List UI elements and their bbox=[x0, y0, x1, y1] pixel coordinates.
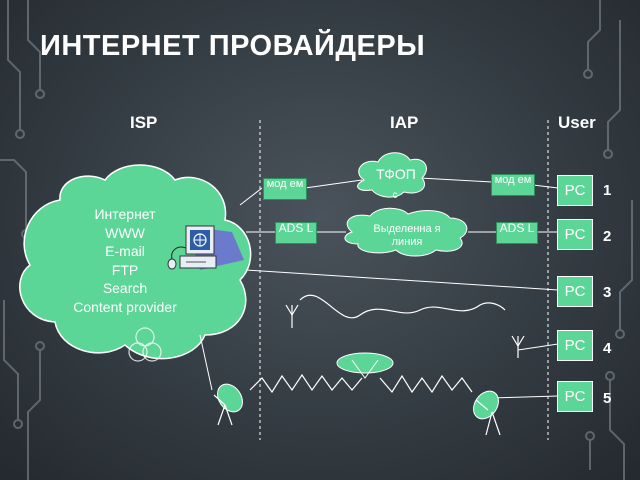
adsl-user-side: ADS L bbox=[496, 222, 538, 244]
pc-3: PC bbox=[557, 276, 593, 307]
radio-wave-top bbox=[299, 294, 506, 319]
server-computer-icon bbox=[167, 225, 244, 270]
column-header-iap: IAP bbox=[390, 113, 419, 132]
cloud-line-internet: Интернет bbox=[94, 206, 156, 222]
column-header-user: User bbox=[558, 113, 596, 132]
cloud-line-content-provider: Content provider bbox=[73, 298, 177, 315]
adsl-isp-side: ADS L bbox=[275, 222, 317, 244]
satellite-dish-right-icon bbox=[473, 390, 501, 436]
tfop-cloud bbox=[357, 152, 427, 198]
line-modem-to-tfop bbox=[304, 179, 363, 189]
antenna-left-icon bbox=[285, 304, 299, 328]
pc-number-2: 2 bbox=[603, 228, 612, 245]
pc-1: PC bbox=[557, 175, 593, 206]
line-cloud-to-dish bbox=[199, 334, 213, 391]
pc-number-3: 3 bbox=[603, 284, 612, 301]
pc-number-1: 1 bbox=[603, 182, 612, 199]
line-tfop-to-modem bbox=[419, 177, 493, 183]
line-cloud-to-modem bbox=[239, 187, 263, 206]
pc-2: PC bbox=[557, 219, 593, 250]
modem-user-side: мод ем bbox=[491, 174, 535, 196]
line-cloud-to-pc3 bbox=[245, 269, 559, 291]
satellite-icon bbox=[336, 352, 394, 379]
cloud-line-www: WWW bbox=[105, 224, 145, 241]
satellite-dish-left-icon bbox=[213, 383, 243, 426]
radio-wave-bottom-right bbox=[379, 374, 473, 394]
pc-5: PC bbox=[557, 381, 593, 412]
dedicated-line-cloud bbox=[344, 207, 468, 257]
dedicated-line-label: Выделенна я линия bbox=[373, 223, 441, 248]
column-header-isp: ISP bbox=[130, 113, 158, 132]
cloud-line-email: E-mail bbox=[105, 243, 145, 259]
internet-cloud-text: Интернет WWW E-mail FTP Search Content p… bbox=[55, 205, 195, 316]
cloud-line-search: Search bbox=[102, 280, 148, 296]
radio-wave-bottom bbox=[249, 373, 363, 394]
pc-number-5: 5 bbox=[603, 390, 612, 407]
globe-figure-icon bbox=[128, 327, 162, 362]
line-dish-to-pc5 bbox=[489, 395, 559, 399]
tfop-label: ТФОП bbox=[376, 166, 416, 182]
internet-cloud bbox=[19, 164, 252, 360]
line-modem-to-pc1 bbox=[532, 184, 559, 189]
page-title: ИНТЕРНЕТ ПРОВАЙДЕРЫ bbox=[40, 30, 426, 62]
line-antenna-to-pc4 bbox=[517, 343, 559, 351]
cloud-line-ftp: FTP bbox=[111, 261, 139, 278]
pc-number-4: 4 bbox=[603, 340, 612, 357]
modem-isp-side: мод ем bbox=[263, 178, 307, 200]
antenna-right-icon bbox=[511, 335, 525, 358]
tfop-label-tail: с bbox=[392, 190, 398, 201]
pc-4: PC bbox=[557, 330, 593, 361]
